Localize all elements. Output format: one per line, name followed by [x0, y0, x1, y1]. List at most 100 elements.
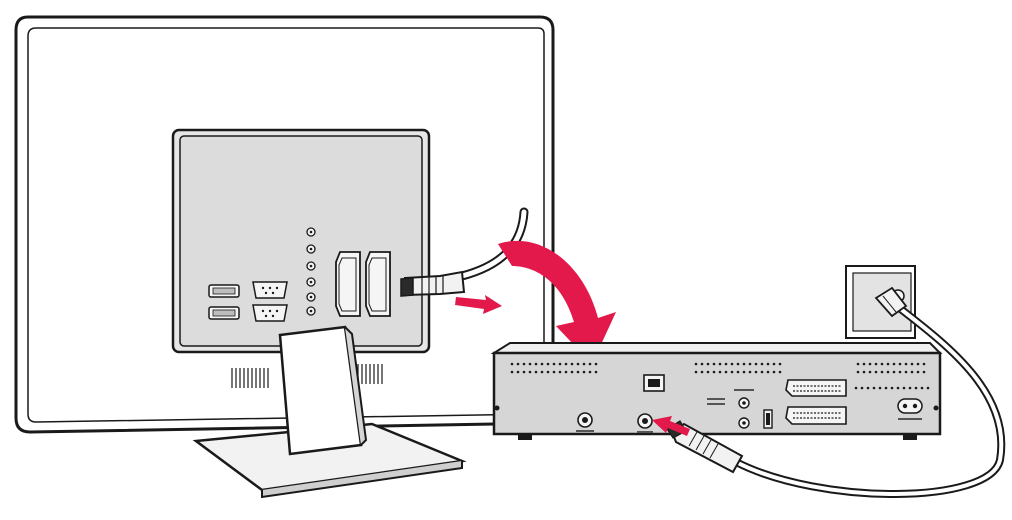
tv-scart-port [365, 251, 391, 317]
vent-dot [700, 370, 704, 374]
tv-scart-port [335, 251, 361, 317]
vent-dot [854, 386, 858, 390]
vent-dot [718, 370, 722, 374]
vent-dot [868, 362, 872, 366]
vent-dot [736, 362, 740, 366]
vent-dot [588, 370, 592, 374]
vent-dot [570, 362, 574, 366]
vent-dot [922, 362, 926, 366]
vent-dot [908, 386, 912, 390]
vent-dot [712, 362, 716, 366]
vent-dot [552, 370, 556, 374]
receiver-scart-port [785, 406, 847, 425]
vent-dot [742, 362, 746, 366]
vent-dot [878, 386, 882, 390]
vent-dot [594, 370, 598, 374]
vent-dot [582, 362, 586, 366]
vent-dot [772, 362, 776, 366]
vent-dot [594, 362, 598, 366]
vent-dot [534, 362, 538, 366]
vent-dot [576, 370, 580, 374]
vent-dot [862, 370, 866, 374]
vent-dot [890, 386, 894, 390]
vent-dot [880, 370, 884, 374]
vent-dot [570, 370, 574, 374]
vent-dot [748, 370, 752, 374]
vent-dot [902, 386, 906, 390]
vent-dot [778, 370, 782, 374]
vent-dot [886, 370, 890, 374]
vent-dot [886, 362, 890, 366]
vent-dot [872, 386, 876, 390]
vent-dot [558, 370, 562, 374]
coax-plug [874, 286, 908, 318]
vent-dot [546, 362, 550, 366]
vent-dot [892, 370, 896, 374]
vent-dot [724, 370, 728, 374]
vent-dot [754, 370, 758, 374]
vent-dot [582, 370, 586, 374]
vent-dot [754, 362, 758, 366]
vent-dot [898, 362, 902, 366]
receiver-scart-port [785, 379, 847, 397]
vent-dot [884, 386, 888, 390]
vent-dot [874, 370, 878, 374]
vent-dot [760, 362, 764, 366]
receiver-antenna-out-port [576, 412, 594, 432]
vent-dot [916, 370, 920, 374]
vent-dot [576, 362, 580, 366]
vent-dot [866, 386, 870, 390]
vent-dot [862, 362, 866, 366]
vent-dot [694, 362, 698, 366]
vent-dot [528, 370, 532, 374]
vent-dot [736, 370, 740, 374]
vent-dot [534, 370, 538, 374]
tv-rca-jacks [306, 227, 316, 316]
vent-dot [748, 362, 752, 366]
vent-dot [920, 386, 924, 390]
vent-dot [564, 362, 568, 366]
vent-dot [730, 370, 734, 374]
tv-connector-panel [171, 128, 431, 354]
vent-dot [910, 362, 914, 366]
vent-dot [540, 370, 544, 374]
vent-dot [522, 362, 526, 366]
antenna-cable-from-tv [400, 207, 529, 297]
vent-dot [564, 370, 568, 374]
vent-dot [540, 362, 544, 366]
tv-rear [14, 15, 555, 499]
tv-hdmi-port [208, 284, 240, 298]
receiver-lan-port [643, 374, 665, 392]
tv-vga-port [252, 281, 288, 299]
vent-dot [892, 362, 896, 366]
vent-dot [558, 362, 562, 366]
vent-dot [916, 362, 920, 366]
vent-dot [552, 362, 556, 366]
vent-dot [778, 362, 782, 366]
vent-dot [874, 362, 878, 366]
tv-stand [192, 325, 467, 499]
vent-dot [922, 370, 926, 374]
vent-dot [910, 370, 914, 374]
vent-dot [588, 362, 592, 366]
receiver-vents [510, 362, 930, 390]
vent-dot [766, 370, 770, 374]
vent-dot [766, 362, 770, 366]
vent-dot [760, 370, 764, 374]
vent-dot [516, 362, 520, 366]
receiver-antenna-in-port [637, 413, 653, 433]
vent-dot [510, 370, 514, 374]
vent-dot [706, 362, 710, 366]
vent-dot [926, 386, 930, 390]
move-cable-arrow [498, 240, 616, 364]
vent-dot [516, 370, 520, 374]
vent-dot [880, 362, 884, 366]
tv-vga-port [252, 304, 288, 322]
vent-dot [772, 370, 776, 374]
tv-hdmi-port [208, 306, 240, 320]
plug-in-arrow [652, 416, 690, 436]
vent-dot [528, 362, 532, 366]
receiver-box [490, 342, 943, 440]
